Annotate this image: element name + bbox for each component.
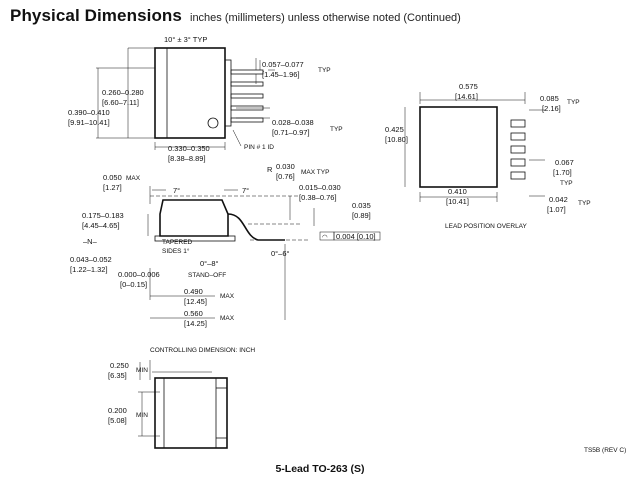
height1-mm-label: [6.60–7.11] — [102, 98, 139, 107]
tab-h-label: 0.050 — [103, 173, 122, 182]
body-outline — [154, 47, 226, 139]
overlay-top-w-label: 0.575 — [459, 82, 478, 91]
overlay-bottom-w-mm-label: [10.41] — [446, 197, 469, 206]
heat-tab — [154, 235, 236, 242]
overlay-lead — [510, 119, 526, 128]
pin1-marker-icon — [207, 117, 219, 129]
bottom-dim2-mm-label: [5.08] — [108, 416, 127, 425]
len1-mm-label: [12.45] — [184, 297, 207, 306]
standoff-text-label: STAND–OFF — [188, 272, 226, 279]
overlay-left-h-mm-label: [10.80] — [385, 135, 408, 144]
radius-mm-label: [0.76] — [276, 172, 295, 181]
height2-mm-label: [9.91–10.41] — [68, 118, 110, 127]
overlay-rtop-typ-label: TYP — [567, 99, 580, 106]
len1-max-label: MAX — [220, 293, 235, 300]
page-subtitle: inches (millimeters) unless otherwise no… — [190, 12, 461, 24]
overlay-caption: LEAD POSITION OVERLAY — [445, 223, 528, 230]
pitch-mm-label: [0.71–0.97] — [272, 128, 310, 137]
overlay-lead — [510, 132, 526, 141]
overlay-top-w-mm-label: [14.61] — [455, 92, 478, 101]
overlay-rbot-label: 0.042 — [549, 195, 568, 204]
height1-label: 0.260–0.280 — [102, 88, 144, 97]
cop-label: 0.004 [0.10] — [336, 232, 376, 241]
len1-label: 0.490 — [184, 287, 203, 296]
sides-label: SIDES 1° — [162, 247, 190, 255]
overlay-lead — [510, 145, 526, 154]
flatness-icon: ◠ — [322, 234, 328, 241]
overlay-lead — [510, 158, 526, 167]
foot-angle-label: 0°–8° — [200, 259, 219, 268]
lead — [230, 69, 264, 75]
tab-t-mm-label: [1.22–1.32] — [70, 265, 108, 274]
lead — [230, 81, 264, 87]
lead-thk-mm-label: [1.45–1.96] — [262, 70, 300, 79]
width-mm-label: [8.38–8.89] — [168, 154, 206, 163]
package-caption: 5-Lead TO-263 (S) — [275, 463, 364, 475]
lead-form — [227, 213, 285, 241]
pitch-label: 0.028–0.038 — [272, 118, 314, 127]
lead-thk-label: 0.057–0.077 — [262, 60, 304, 69]
tab-max-label: MAX — [126, 175, 141, 182]
body-h-mm-label: [4.45–4.65] — [82, 221, 120, 230]
overlay-rbot-mm-label: [1.07] — [547, 205, 566, 214]
lead-angle-label: 0°–6° — [271, 249, 290, 258]
overlay-rtop-mm-label: [2.16] — [542, 104, 561, 113]
overlay-left-h-label: 0.425 — [385, 125, 404, 134]
side-view: 0.050 [1.27] MAX 7° 7° R 0.030 [0.76] MA… — [70, 162, 381, 328]
datum-label: –N– — [83, 237, 98, 246]
angle1-label: 7° — [173, 186, 180, 195]
pitch-typ-label: TYP — [330, 126, 343, 133]
angle2-label: 7° — [242, 186, 249, 195]
bottom-dim1-label: 0.250 — [110, 361, 129, 370]
lead-t-label: 0.015–0.030 — [299, 183, 341, 192]
width-label: 0.330–0.350 — [168, 144, 210, 153]
lead-thk-typ-label: TYP — [318, 67, 331, 74]
bottom-dim1-mm-label: [6.35] — [108, 371, 127, 380]
overlay-bottom-w-label: 0.410 — [448, 187, 467, 196]
controlling-dimension-label: CONTROLLING DIMENSION: INCH — [150, 347, 255, 354]
page-title: Physical Dimensions — [10, 6, 182, 25]
radius-r-label: R — [267, 165, 273, 174]
top-view: 10° ± 3° TYP 0.057–0.077 [1.45–1.96] TYP… — [68, 35, 343, 163]
bottom-view: CONTROLLING DIMENSION: INCH 0.250 [6.35]… — [108, 347, 255, 449]
pin-id-label: PIN # 1 ID — [244, 144, 274, 151]
overlay-rbot-typ-label: TYP — [578, 200, 591, 207]
tab-h-mm-label: [1.27] — [103, 183, 122, 192]
revision-code: TS5B (REV C) — [584, 447, 626, 454]
lead-t-mm-label: [0.38–0.76] — [299, 193, 337, 202]
len2-mm-label: [14.25] — [184, 319, 207, 328]
lead — [230, 117, 264, 123]
overlay-rtop-label: 0.085 — [540, 94, 559, 103]
bottom-dim2-label: 0.200 — [108, 406, 127, 415]
tab-t-label: 0.043–0.052 — [70, 255, 112, 264]
body-h-label: 0.175–0.183 — [82, 211, 124, 220]
bottom-body-outline — [154, 377, 228, 449]
bottom-dim2-min-label: MIN — [136, 412, 148, 419]
angle-label: 10° ± 3° TYP — [164, 35, 207, 44]
overlay-rmid-label: 0.067 — [555, 158, 574, 167]
radius-label: 0.030 — [276, 162, 295, 171]
standoff-label: 0.000–0.006 — [118, 270, 160, 279]
body-side-outline — [159, 199, 229, 237]
radius-max-label: MAX TYP — [301, 169, 329, 176]
bottom-dim1-min-label: MIN — [136, 367, 148, 374]
standoff-mm-label: [0–0.15] — [120, 280, 147, 289]
overlay-lead — [510, 171, 526, 180]
foot-label: 0.035 — [352, 201, 371, 210]
overlay-rmid-mm-label: [1.70] — [553, 168, 572, 177]
len2-max-label: MAX — [220, 315, 235, 322]
lead — [230, 93, 264, 99]
height2-label: 0.390–0.410 — [68, 108, 110, 117]
foot-mm-label: [0.89] — [352, 211, 371, 220]
overlay-pad — [419, 106, 498, 188]
tapered-label: TAPERED — [162, 239, 193, 246]
lead-overlay: 0.575 [14.61] 0.425 [10.80] 0.085 [2.16]… — [385, 82, 591, 230]
len2-label: 0.560 — [184, 309, 203, 318]
overlay-rmid-typ-label: TYP — [560, 180, 573, 187]
